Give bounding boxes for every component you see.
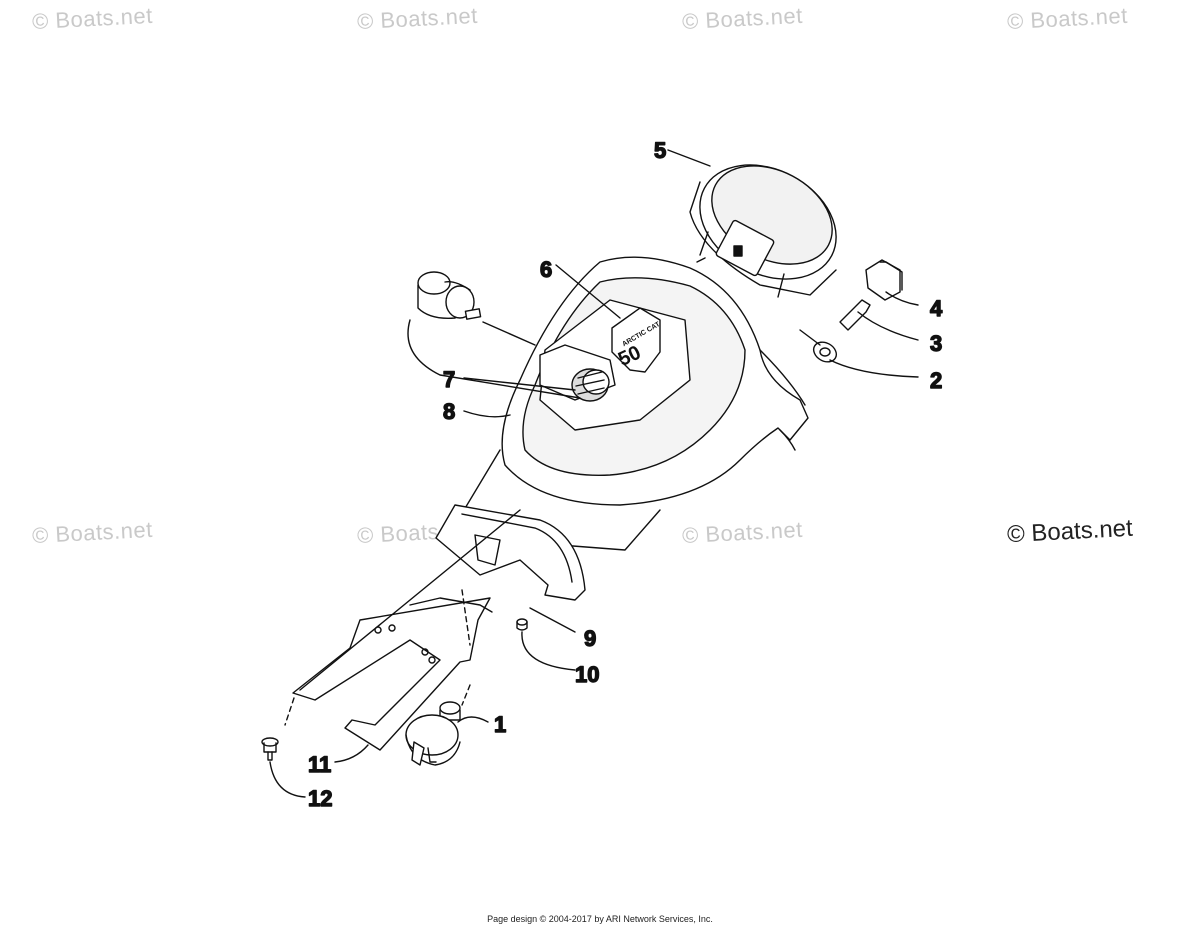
leader-line: [461, 684, 471, 706]
callout-10[interactable]: 10: [574, 661, 600, 687]
callout-4[interactable]: 4: [929, 295, 943, 321]
leader-line: [284, 697, 295, 726]
leader-line: [885, 291, 919, 306]
leader-line: [269, 761, 306, 798]
callout-6[interactable]: 6: [539, 256, 553, 282]
part-7-knob[interactable]: [539, 344, 616, 402]
leader-line: [529, 607, 576, 633]
leader-line: [799, 329, 821, 346]
part-12-rivet[interactable]: [261, 737, 279, 761]
callout-9[interactable]: 9: [583, 625, 597, 651]
leader-line: [829, 359, 919, 378]
part-6-badge[interactable]: ARCTIC CAT 50: [611, 307, 662, 373]
footer-copyright: Page design © 2004-2017 by ARI Network S…: [487, 914, 713, 924]
part-10-nut[interactable]: [516, 618, 528, 631]
callout-12[interactable]: 12: [307, 785, 333, 811]
callout-7[interactable]: 7: [442, 366, 456, 392]
part-4-key-cap[interactable]: [865, 259, 903, 301]
leader-line: [857, 311, 919, 341]
callout-11[interactable]: 11: [307, 751, 332, 777]
part-3-key[interactable]: [839, 299, 871, 331]
leader-line: [521, 631, 576, 671]
leader-line: [555, 264, 621, 319]
callout-5[interactable]: 5: [653, 137, 667, 163]
callout-3[interactable]: 3: [929, 330, 943, 356]
part-2-bezel[interactable]: [810, 338, 840, 366]
part-1-switch[interactable]: [405, 701, 461, 766]
part-9-cover[interactable]: [435, 504, 586, 601]
leader-line: [463, 410, 511, 418]
assembly-line: [299, 509, 521, 691]
callout-2[interactable]: 2: [929, 367, 943, 393]
leader-line: [482, 321, 536, 346]
leader-line: [457, 716, 489, 723]
part-5-gauge[interactable]: [680, 142, 856, 301]
leader-line: [334, 744, 369, 763]
leader-line: [667, 149, 711, 167]
leader-line: [463, 377, 576, 391]
callout-8[interactable]: 8: [442, 398, 456, 424]
leader-line: [407, 319, 581, 399]
callout-1[interactable]: 1: [493, 711, 507, 737]
socket-upper[interactable]: [417, 271, 482, 320]
